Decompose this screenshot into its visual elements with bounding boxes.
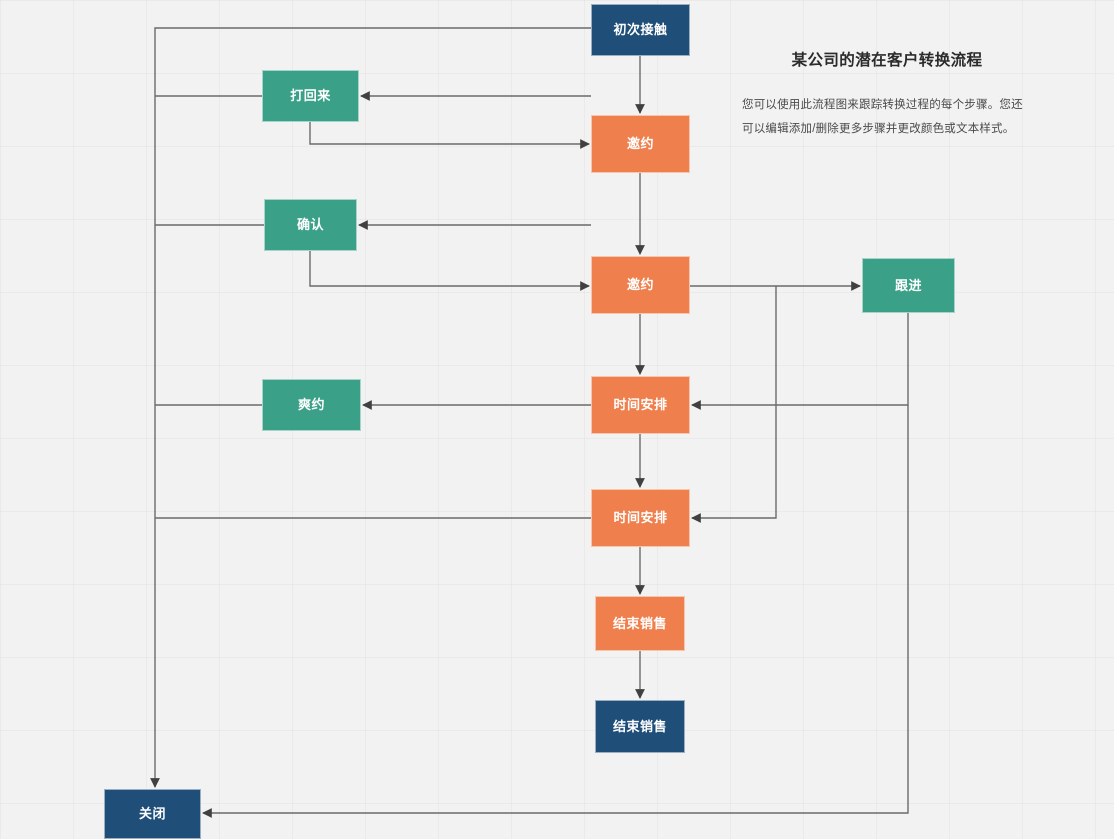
node-label: 时间安排 [613,510,668,526]
node-no-show[interactable]: 爽约 [262,379,361,431]
node-closed[interactable]: 关闭 [104,789,201,839]
edge-follow-up-to-schedule-1 [691,313,909,410]
node-call-back[interactable]: 打回来 [262,70,359,122]
node-close-sale-1[interactable]: 结束销售 [595,596,685,651]
node-confirm[interactable]: 确认 [264,199,357,251]
node-label: 结束销售 [612,615,667,631]
legend-block: 某公司的潜在客户转换流程 您可以使用此流程图来跟踪转换过程的每个步骤。您还可以编… [742,48,1032,141]
diagram-description: 您可以使用此流程图来跟踪转换过程的每个步骤。您还可以编辑添加/删除更多步骤并更改… [742,99,1023,135]
edge-call-back-to-invite-1 [309,122,590,149]
node-label: 确认 [296,217,324,233]
node-label: 跟进 [894,277,922,293]
node-label: 爽约 [297,397,325,413]
node-label: 关闭 [138,806,166,822]
node-label: 打回来 [290,88,331,104]
node-label: 邀约 [626,136,654,152]
node-follow-up[interactable]: 跟进 [862,258,955,313]
node-first-contact[interactable]: 初次接触 [591,4,690,56]
node-label: 时间安排 [613,397,668,413]
edge-right-branch-rail [691,286,777,523]
node-label: 初次接触 [613,22,668,38]
edge-first-contact-to-left-rail [150,27,591,788]
node-schedule-1[interactable]: 时间安排 [591,376,690,434]
node-label: 邀约 [626,277,654,293]
edge-confirm-to-invite-2 [309,251,590,291]
edge-right-rail-to-closed [202,405,909,818]
diagram-title: 某公司的潜在客户转换流程 [791,52,983,69]
node-invite-2[interactable]: 邀约 [591,256,690,314]
node-close-sale-2[interactable]: 结束销售 [595,700,685,753]
node-schedule-2[interactable]: 时间安排 [591,489,690,547]
node-label: 结束销售 [612,718,667,734]
node-invite-1[interactable]: 邀约 [591,115,690,173]
